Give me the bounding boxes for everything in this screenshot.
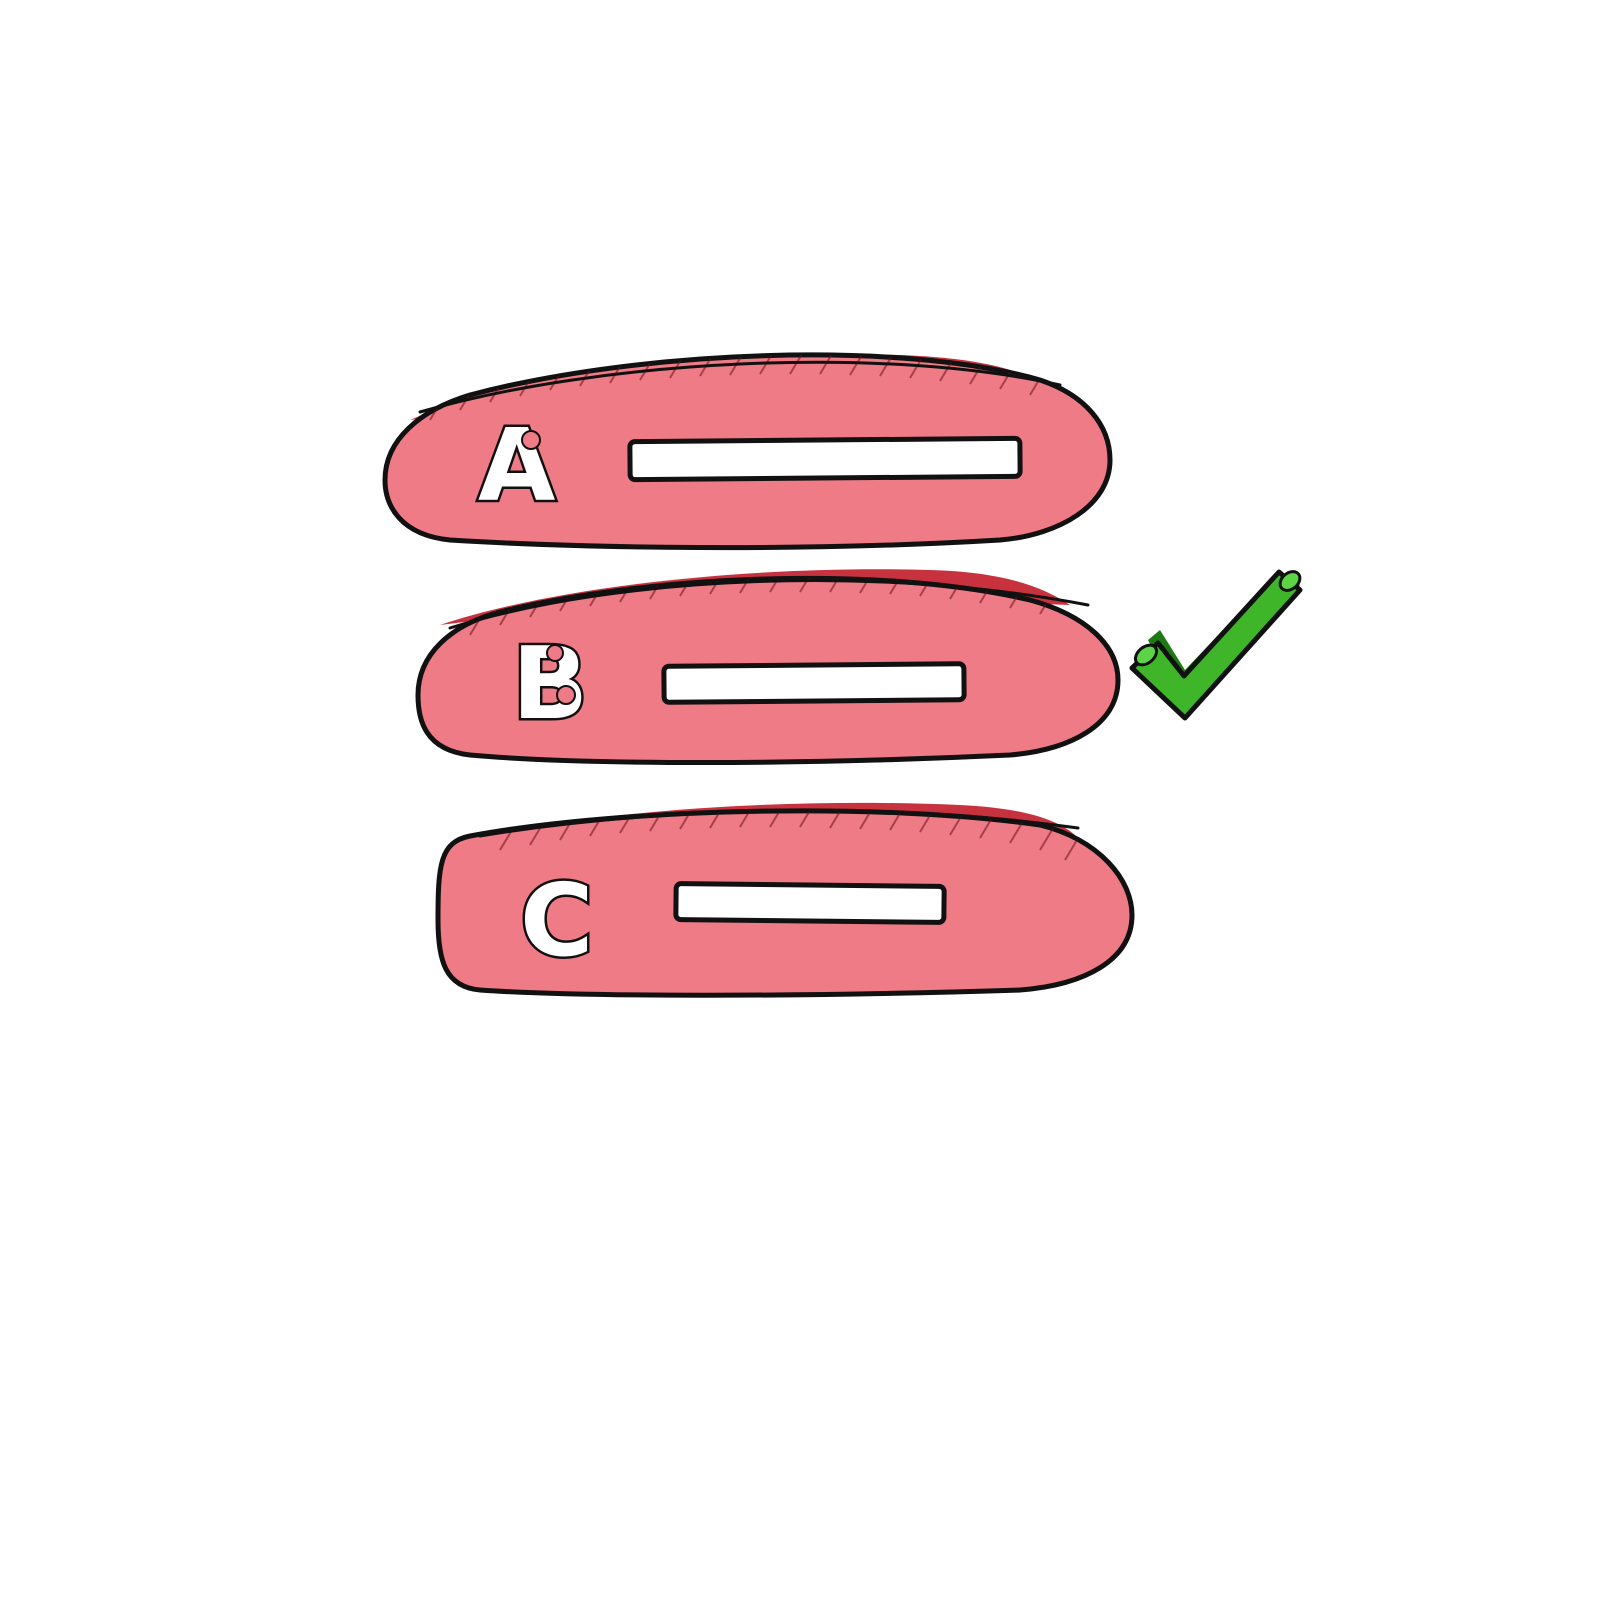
option-b-letter-dot-top bbox=[546, 644, 564, 662]
checkmark-left-cap bbox=[1133, 643, 1159, 667]
checkmark-top-cap bbox=[1278, 570, 1302, 592]
option-a-letter-dot bbox=[521, 430, 541, 450]
option-b-answer-bar bbox=[661, 661, 967, 705]
option-c-letter: C bbox=[520, 862, 593, 979]
option-a-letter: A bbox=[478, 407, 555, 524]
checkmark-icon bbox=[1129, 569, 1303, 721]
option-b-sketch-stroke bbox=[448, 579, 1090, 630]
checkmark-body bbox=[1129, 569, 1303, 721]
option-b-letter-dot-bottom bbox=[556, 685, 576, 705]
option-c-sketch-stroke bbox=[478, 809, 1080, 838]
option-a[interactable]: A bbox=[382, 349, 1113, 551]
option-c-answer-bar bbox=[673, 881, 947, 925]
option-a-answer-bar bbox=[627, 435, 1023, 483]
option-c[interactable]: C bbox=[435, 802, 1135, 998]
option-b[interactable]: B bbox=[415, 567, 1121, 765]
option-a-sketch-stroke bbox=[418, 360, 1062, 414]
option-b-letter: B bbox=[512, 625, 588, 742]
option-c-hatching bbox=[499, 810, 1081, 861]
